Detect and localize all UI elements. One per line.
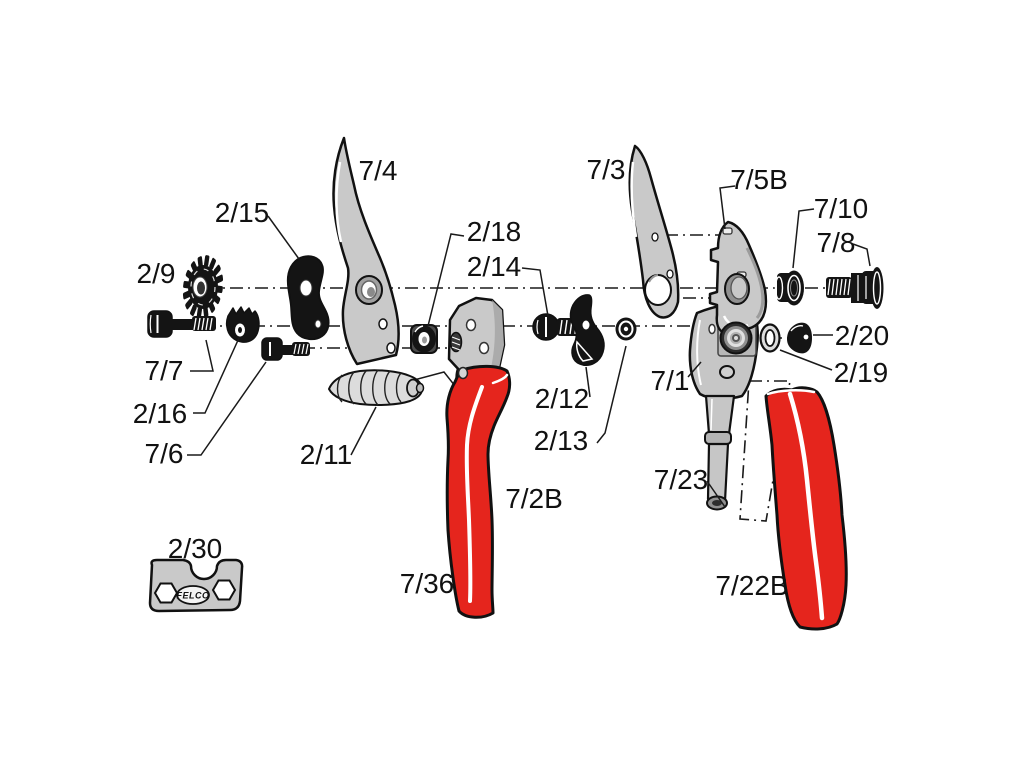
part-cap-2-20 xyxy=(787,322,812,354)
leader-line-7-5B xyxy=(719,185,736,230)
leader-line-7-7 xyxy=(190,339,214,372)
part-label-2-13: 2/13 xyxy=(534,425,589,456)
part-label-2-19: 2/19 xyxy=(834,357,889,388)
leader-lines xyxy=(187,185,871,508)
leader-line-2-16 xyxy=(193,337,240,414)
part-washer-2-19 xyxy=(759,323,781,353)
leader-line-7-23 xyxy=(706,480,726,508)
sprocket-tooth xyxy=(182,290,191,300)
felco-logo-text: FELCO xyxy=(177,591,210,601)
assembly-guide-box xyxy=(739,380,791,522)
part-label-7-7: 7/7 xyxy=(145,355,184,386)
leader-line-2-19 xyxy=(779,349,833,371)
part-washer-2-13 xyxy=(615,317,637,341)
leader-line-7-8 xyxy=(852,243,871,267)
part-label-2-12: 2/12 xyxy=(535,383,590,414)
part-cam-2-16 xyxy=(225,306,260,343)
part-label-7-1: 7/1 xyxy=(651,365,690,396)
sprocket-tooth xyxy=(213,264,221,276)
felco-logo-oval xyxy=(176,585,210,605)
part-head-cover-7-5b xyxy=(708,220,768,336)
part-pivot-shaft-7-23 xyxy=(704,394,736,511)
part-bushing-7-10 xyxy=(774,270,804,306)
part-label-2-16: 2/16 xyxy=(133,398,188,429)
part-label-2-20: 2/20 xyxy=(835,320,890,351)
part-label-7-22B: 7/22B xyxy=(715,570,788,601)
part-counter-plate-2-15 xyxy=(286,255,330,341)
part-label-7-6: 7/6 xyxy=(145,438,184,469)
bearing-7-1 xyxy=(708,321,753,379)
part-label-7-2B: 7/2B xyxy=(505,483,563,514)
leader-line-2-11 xyxy=(350,406,377,456)
part-label-7-36: 7/36 xyxy=(400,568,455,599)
spring-seat-stud xyxy=(457,366,469,380)
sprocket-tooth xyxy=(215,274,224,284)
leader-line-2-15 xyxy=(267,215,300,260)
part-label-7-23: 7/23 xyxy=(654,464,709,495)
part-label-2-11: 2/11 xyxy=(300,439,352,470)
sprocket-tooth xyxy=(203,306,209,318)
part-label-2-9: 2/9 xyxy=(137,258,176,289)
part-wrench-2-30: FELCO xyxy=(148,558,244,613)
part-bumper-2-18 xyxy=(410,324,438,354)
leader-line-2-18 xyxy=(427,233,465,327)
part-label-7-8: 7/8 xyxy=(817,227,856,258)
sprocket-tooth xyxy=(190,304,197,317)
part-sprocket-nut-2-9 xyxy=(182,255,224,319)
part-labels: 7/4 2/15 2/9 7/7 2/16 7/6 2/11 2/18 2/14 2/12 2/13… xyxy=(133,154,890,601)
part-handle-grip-7-36 xyxy=(445,364,512,619)
part-spring-2-11 xyxy=(328,369,425,406)
part-cutting-blade-7-4 xyxy=(332,136,400,366)
sprocket-tooth xyxy=(197,256,203,268)
part-counter-blade-7-3 xyxy=(628,144,680,319)
part-handle-head-7-2b xyxy=(447,296,506,394)
sprocket-tooth xyxy=(185,298,193,310)
leader-line-7-6 xyxy=(187,361,267,456)
part-label-2-30: 2/30 xyxy=(168,533,223,564)
leader-line-2-13 xyxy=(596,345,627,444)
part-label-7-5B: 7/5B xyxy=(730,164,788,195)
leader-line-7-10 xyxy=(792,208,815,269)
part-label-7-4: 7/4 xyxy=(359,155,398,186)
part-label-2-14: 2/14 xyxy=(467,251,522,282)
leader-line-7-1 xyxy=(687,361,702,378)
part-label-7-3: 7/3 xyxy=(587,154,626,185)
sprocket-tooth xyxy=(204,255,210,267)
part-label-2-18: 2/18 xyxy=(467,216,522,247)
part-bolt-7-8 xyxy=(826,267,884,309)
sprocket-tooth xyxy=(209,257,216,270)
leader-line-2-12 xyxy=(585,366,591,398)
part-screw-7-6 xyxy=(261,337,310,361)
part-screw-7-7 xyxy=(147,310,216,338)
part-thumb-catch-2-12 xyxy=(569,294,605,366)
part-label-2-15: 2/15 xyxy=(215,197,270,228)
part-label-7-10: 7/10 xyxy=(814,193,869,224)
leader-line-2-14 xyxy=(521,267,549,317)
part-handle-grip-7-22b xyxy=(764,386,848,631)
